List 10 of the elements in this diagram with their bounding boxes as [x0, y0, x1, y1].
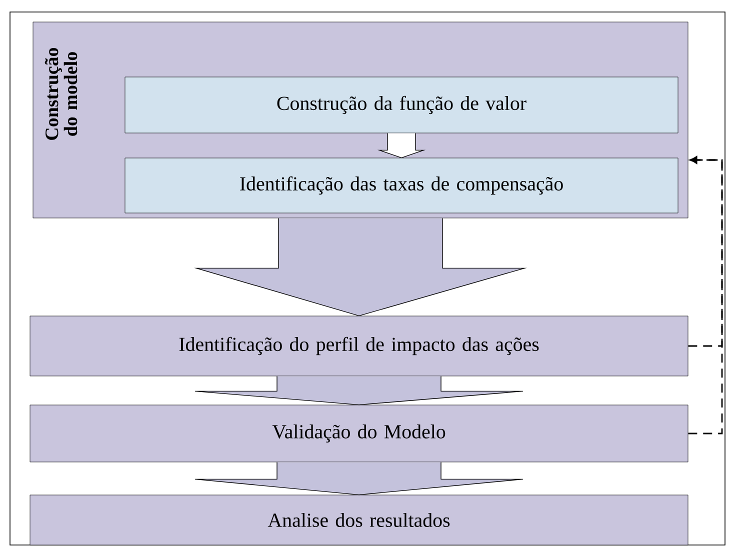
block-arrow [194, 462, 524, 496]
process-box: Analise dos resultados [30, 494, 688, 546]
process-box: Construção da função de valor [124, 76, 678, 134]
block-arrow [194, 376, 524, 406]
process-box: Identificação do perfil de impacto das ações [30, 316, 688, 376]
process-box: Validação do Modelo [30, 404, 688, 462]
block-arrow [194, 218, 527, 316]
process-box: Identificação das taxas de compensação [124, 158, 678, 214]
feedback-arrow [688, 156, 723, 434]
block-arrow [377, 132, 426, 158]
